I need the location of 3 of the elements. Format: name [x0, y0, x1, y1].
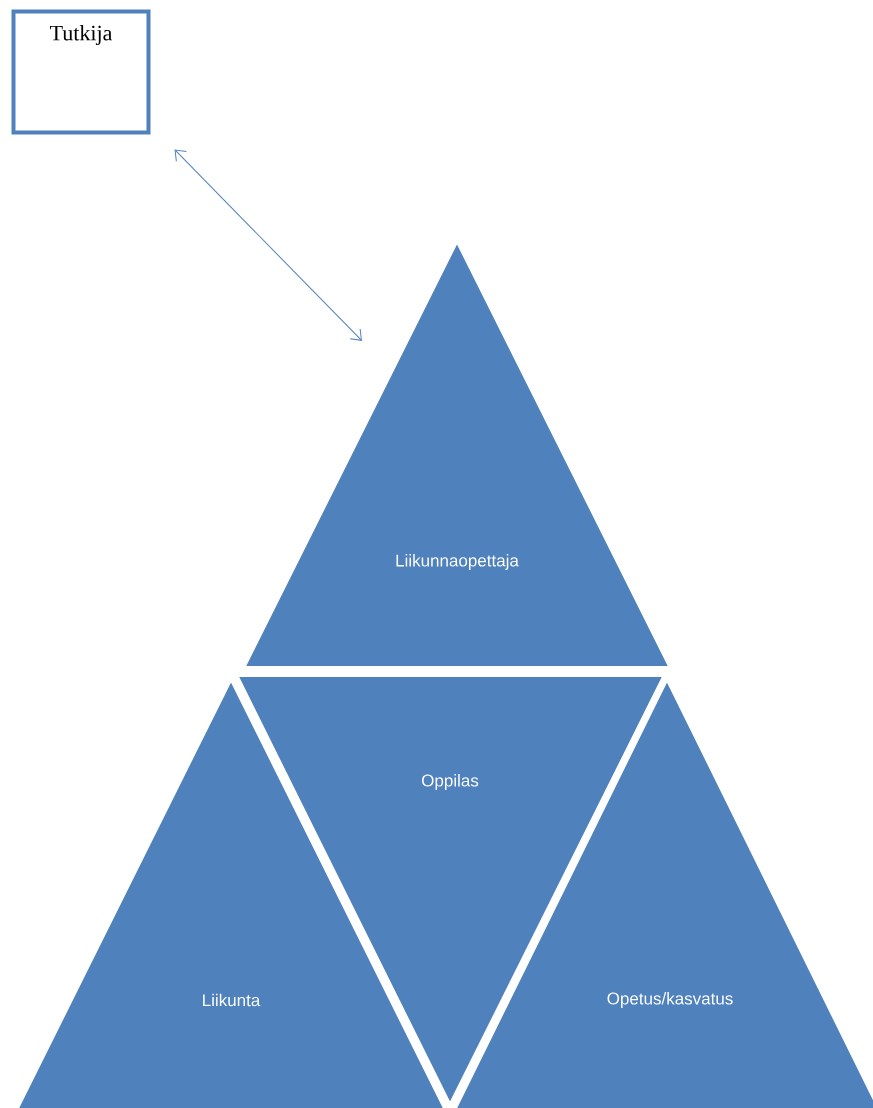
triangle: Liikunnaopettaja [241, 238, 673, 670]
double-arrow [174, 149, 362, 341]
label-box: Tutkija [11, 9, 151, 135]
